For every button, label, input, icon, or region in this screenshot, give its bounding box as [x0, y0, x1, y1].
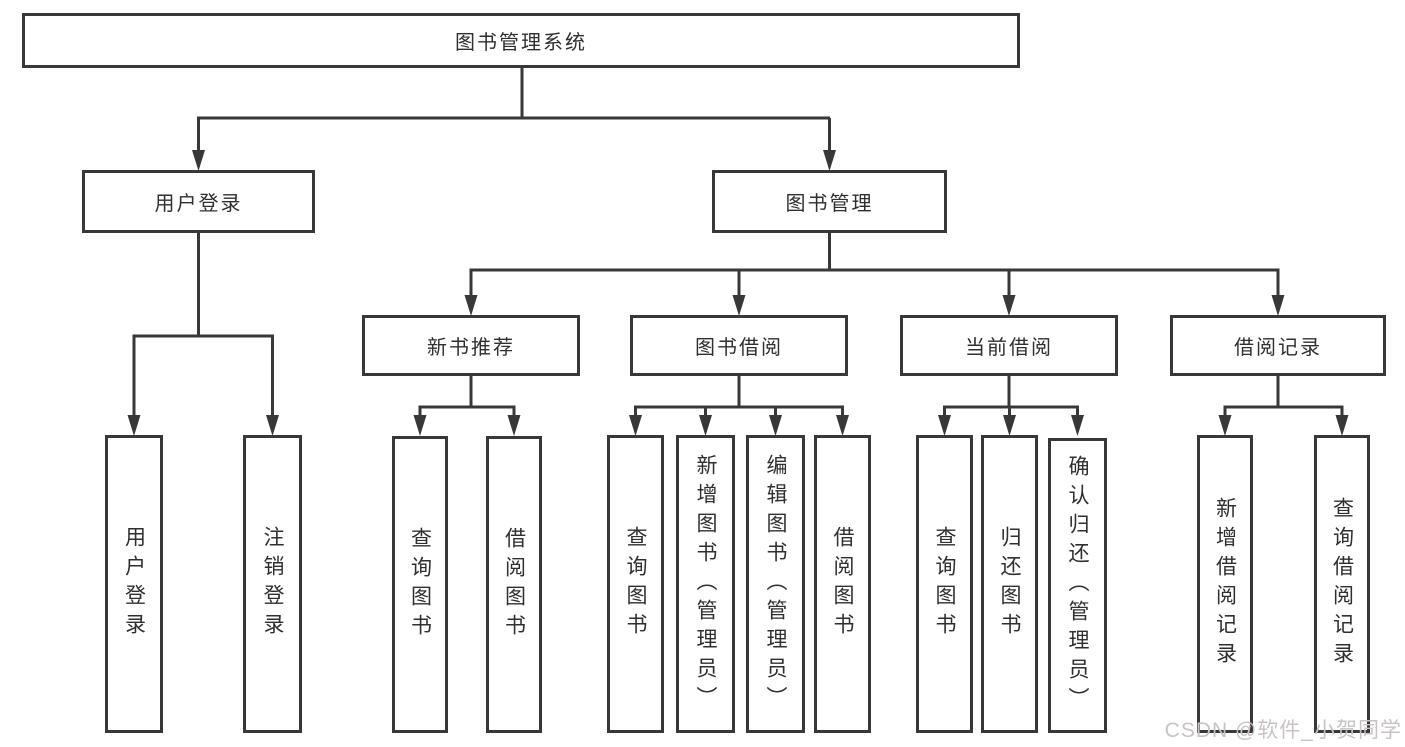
leaf-query-books-3-label: 查询图书 — [933, 526, 956, 642]
leaf-query-borrow-record: 查询借阅记录 — [1314, 435, 1370, 733]
leaf-logout: 注销登录 — [243, 435, 302, 733]
leaf-add-books-admin: 新增图书（管理员） — [676, 435, 735, 733]
leaf-borrow-books-1: 借阅图书 — [486, 436, 542, 733]
leaf-query-books-1: 查询图书 — [392, 436, 448, 733]
arrowheads — [127, 150, 1349, 436]
node-borrowing-records: 借阅记录 — [1170, 315, 1386, 376]
leaf-edit-books-admin-label: 编辑图书（管理员） — [764, 453, 787, 715]
node-current-borrowing-label: 当前借阅 — [965, 337, 1053, 359]
connector-paths — [132, 68, 1344, 417]
node-book-management-label: 图书管理 — [785, 193, 874, 215]
leaf-user-login-label: 用户登录 — [122, 526, 146, 642]
leaf-borrow-books-1-label: 借阅图书 — [502, 526, 526, 643]
node-book-management: 图书管理 — [712, 170, 947, 233]
leaf-query-books-2: 查询图书 — [607, 435, 664, 733]
leaf-confirm-return-admin: 确认归还（管理员） — [1048, 438, 1107, 733]
leaf-add-borrow-record: 新增借阅记录 — [1197, 435, 1253, 733]
leaf-query-books-2-label: 查询图书 — [624, 526, 647, 642]
leaf-confirm-return-admin-label: 确认归还（管理员） — [1066, 455, 1089, 716]
node-book-borrowing-label: 图书借阅 — [695, 337, 783, 359]
node-root: 图书管理系统 — [22, 13, 1020, 68]
leaf-add-borrow-record-label: 新增借阅记录 — [1213, 497, 1237, 671]
leaf-return-books-label: 归还图书 — [998, 526, 1021, 642]
watermark: CSDN @软件_小贺同学 — [1164, 719, 1402, 742]
node-root-label: 图书管理系统 — [455, 32, 587, 54]
leaf-query-books-3: 查询图书 — [916, 435, 973, 733]
node-new-book-recommend-label: 新书推荐 — [427, 337, 515, 359]
leaf-add-books-admin-label: 新增图书（管理员） — [694, 453, 717, 715]
leaf-user-login: 用户登录 — [105, 435, 163, 733]
leaf-query-borrow-record-label: 查询借阅记录 — [1330, 497, 1354, 671]
node-book-borrowing: 图书借阅 — [630, 315, 848, 376]
node-user-login-label: 用户登录 — [154, 193, 243, 215]
node-new-book-recommend: 新书推荐 — [362, 315, 580, 376]
leaf-logout-label: 注销登录 — [261, 526, 284, 642]
leaf-borrow-books-2-label: 借阅图书 — [831, 526, 854, 642]
leaf-edit-books-admin: 编辑图书（管理员） — [746, 435, 805, 733]
node-user-login: 用户登录 — [82, 170, 315, 233]
leaf-query-books-1-label: 查询图书 — [408, 526, 432, 643]
leaf-return-books: 归还图书 — [981, 435, 1038, 733]
leaf-borrow-books-2: 借阅图书 — [814, 435, 871, 733]
node-current-borrowing: 当前借阅 — [900, 315, 1118, 376]
node-borrowing-records-label: 借阅记录 — [1234, 337, 1322, 359]
